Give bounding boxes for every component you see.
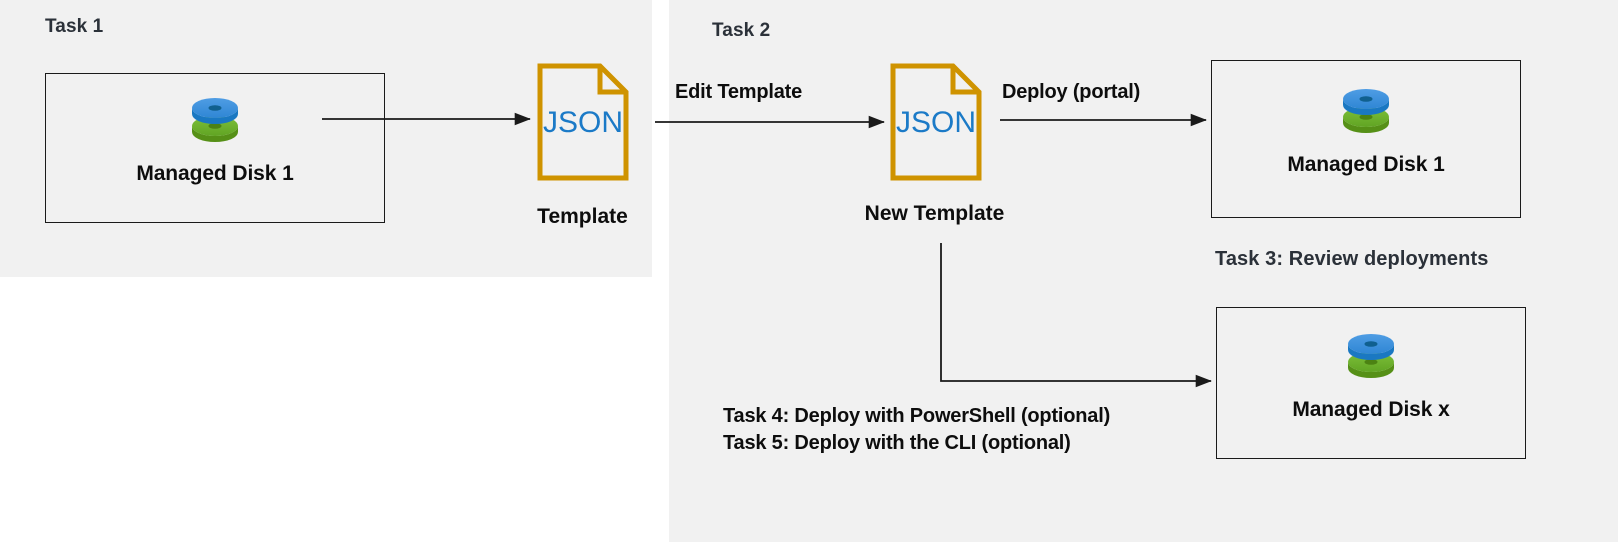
template-caption: Template: [537, 205, 628, 228]
managed-disk-1-source-caption: Managed Disk 1: [136, 162, 294, 185]
json-label-template: JSON: [543, 106, 623, 139]
managed-disk-x-box: Managed Disk x: [1216, 307, 1526, 459]
json-label-new-template: JSON: [896, 106, 976, 139]
managed-disk-icon: [1343, 89, 1389, 133]
managed-disk-x-content: Managed Disk x: [1217, 328, 1525, 422]
managed-disk-1-box-source: Managed Disk 1: [45, 73, 385, 223]
optional-tasks-note: Task 4: Deploy with PowerShell (optional…: [723, 403, 1110, 456]
managed-disk-1-deployed-caption: Managed Disk 1: [1287, 153, 1445, 176]
managed-disk-icon: [192, 98, 238, 142]
edit-template-label: Edit Template: [675, 81, 803, 103]
managed-disk-1-deployed-content: Managed Disk 1: [1212, 83, 1520, 177]
deploy-portal-label: Deploy (portal): [1002, 81, 1141, 103]
task5-note: Task 5: Deploy with the CLI (optional): [723, 431, 1071, 454]
json-document-icon-new-template: JSON: [889, 62, 983, 187]
task2-heading: Task 2: [712, 20, 771, 41]
new-template-caption: New Template: [864, 202, 1005, 225]
task3-heading: Task 3: Review deployments: [1215, 248, 1489, 270]
json-document-icon-template: JSON: [536, 62, 630, 187]
task4-note: Task 4: Deploy with PowerShell (optional…: [723, 405, 1111, 427]
managed-disk-x-caption: Managed Disk x: [1292, 398, 1450, 421]
task1-heading: Task 1: [45, 16, 104, 37]
managed-disk-icon: [1348, 334, 1394, 378]
managed-disk-1-box-deployed: Managed Disk 1: [1211, 60, 1521, 218]
managed-disk-1-source-content: Managed Disk 1: [46, 92, 384, 186]
